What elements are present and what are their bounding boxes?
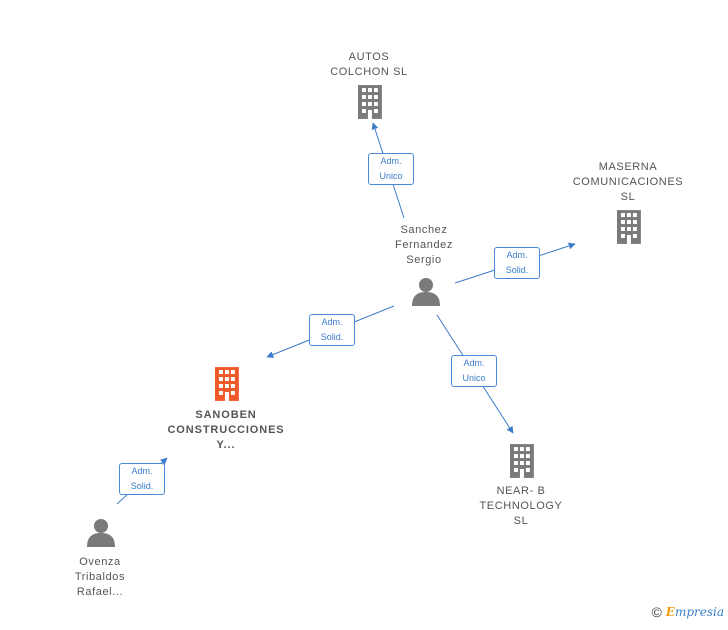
maserna-node-label[interactable]: MASERNA COMUNICACIONES SL	[572, 161, 684, 203]
brand-initial: E	[665, 605, 675, 619]
edge-label-ovenza-to-sanoben[interactable]: Adm. Solid.	[119, 463, 165, 495]
edge-label-sanchez-to-sanoben[interactable]: Adm. Solid.	[309, 314, 355, 346]
edge-label-sanchez-to-nearb[interactable]: Adm. Unico	[451, 355, 497, 387]
autos-building-icon[interactable]	[357, 85, 382, 119]
edge-label-sanchez-to-maserna[interactable]: Adm. Solid.	[494, 247, 540, 279]
ovenza-person-icon[interactable]	[87, 519, 115, 547]
nearb-building-icon[interactable]	[509, 444, 534, 478]
nearb-node-label[interactable]: NEAR- B TECHNOLOGY SL	[479, 485, 563, 527]
edge-label-sanchez-to-autos[interactable]: Adm. Unico	[368, 153, 414, 185]
sanoben-building-icon[interactable]	[214, 367, 239, 401]
brand-name-rest: mpresia	[674, 605, 724, 619]
sanchez-person-icon[interactable]	[412, 278, 440, 306]
autos-node-label[interactable]: AUTOS COLCHON SL	[330, 51, 408, 78]
brand-logo: © Empresia	[651, 604, 724, 620]
sanchez-node-label[interactable]: Sanchez Fernandez Sergio	[395, 224, 453, 266]
ovenza-node-label[interactable]: Ovenza Tribaldos Rafael...	[74, 556, 126, 598]
brand-name: Empresia	[666, 605, 724, 619]
sanoben-node-label[interactable]: SANOBEN CONSTRUCCIONES Y...	[167, 409, 285, 451]
maserna-building-icon[interactable]	[616, 210, 641, 244]
copyright-symbol: ©	[651, 604, 662, 620]
